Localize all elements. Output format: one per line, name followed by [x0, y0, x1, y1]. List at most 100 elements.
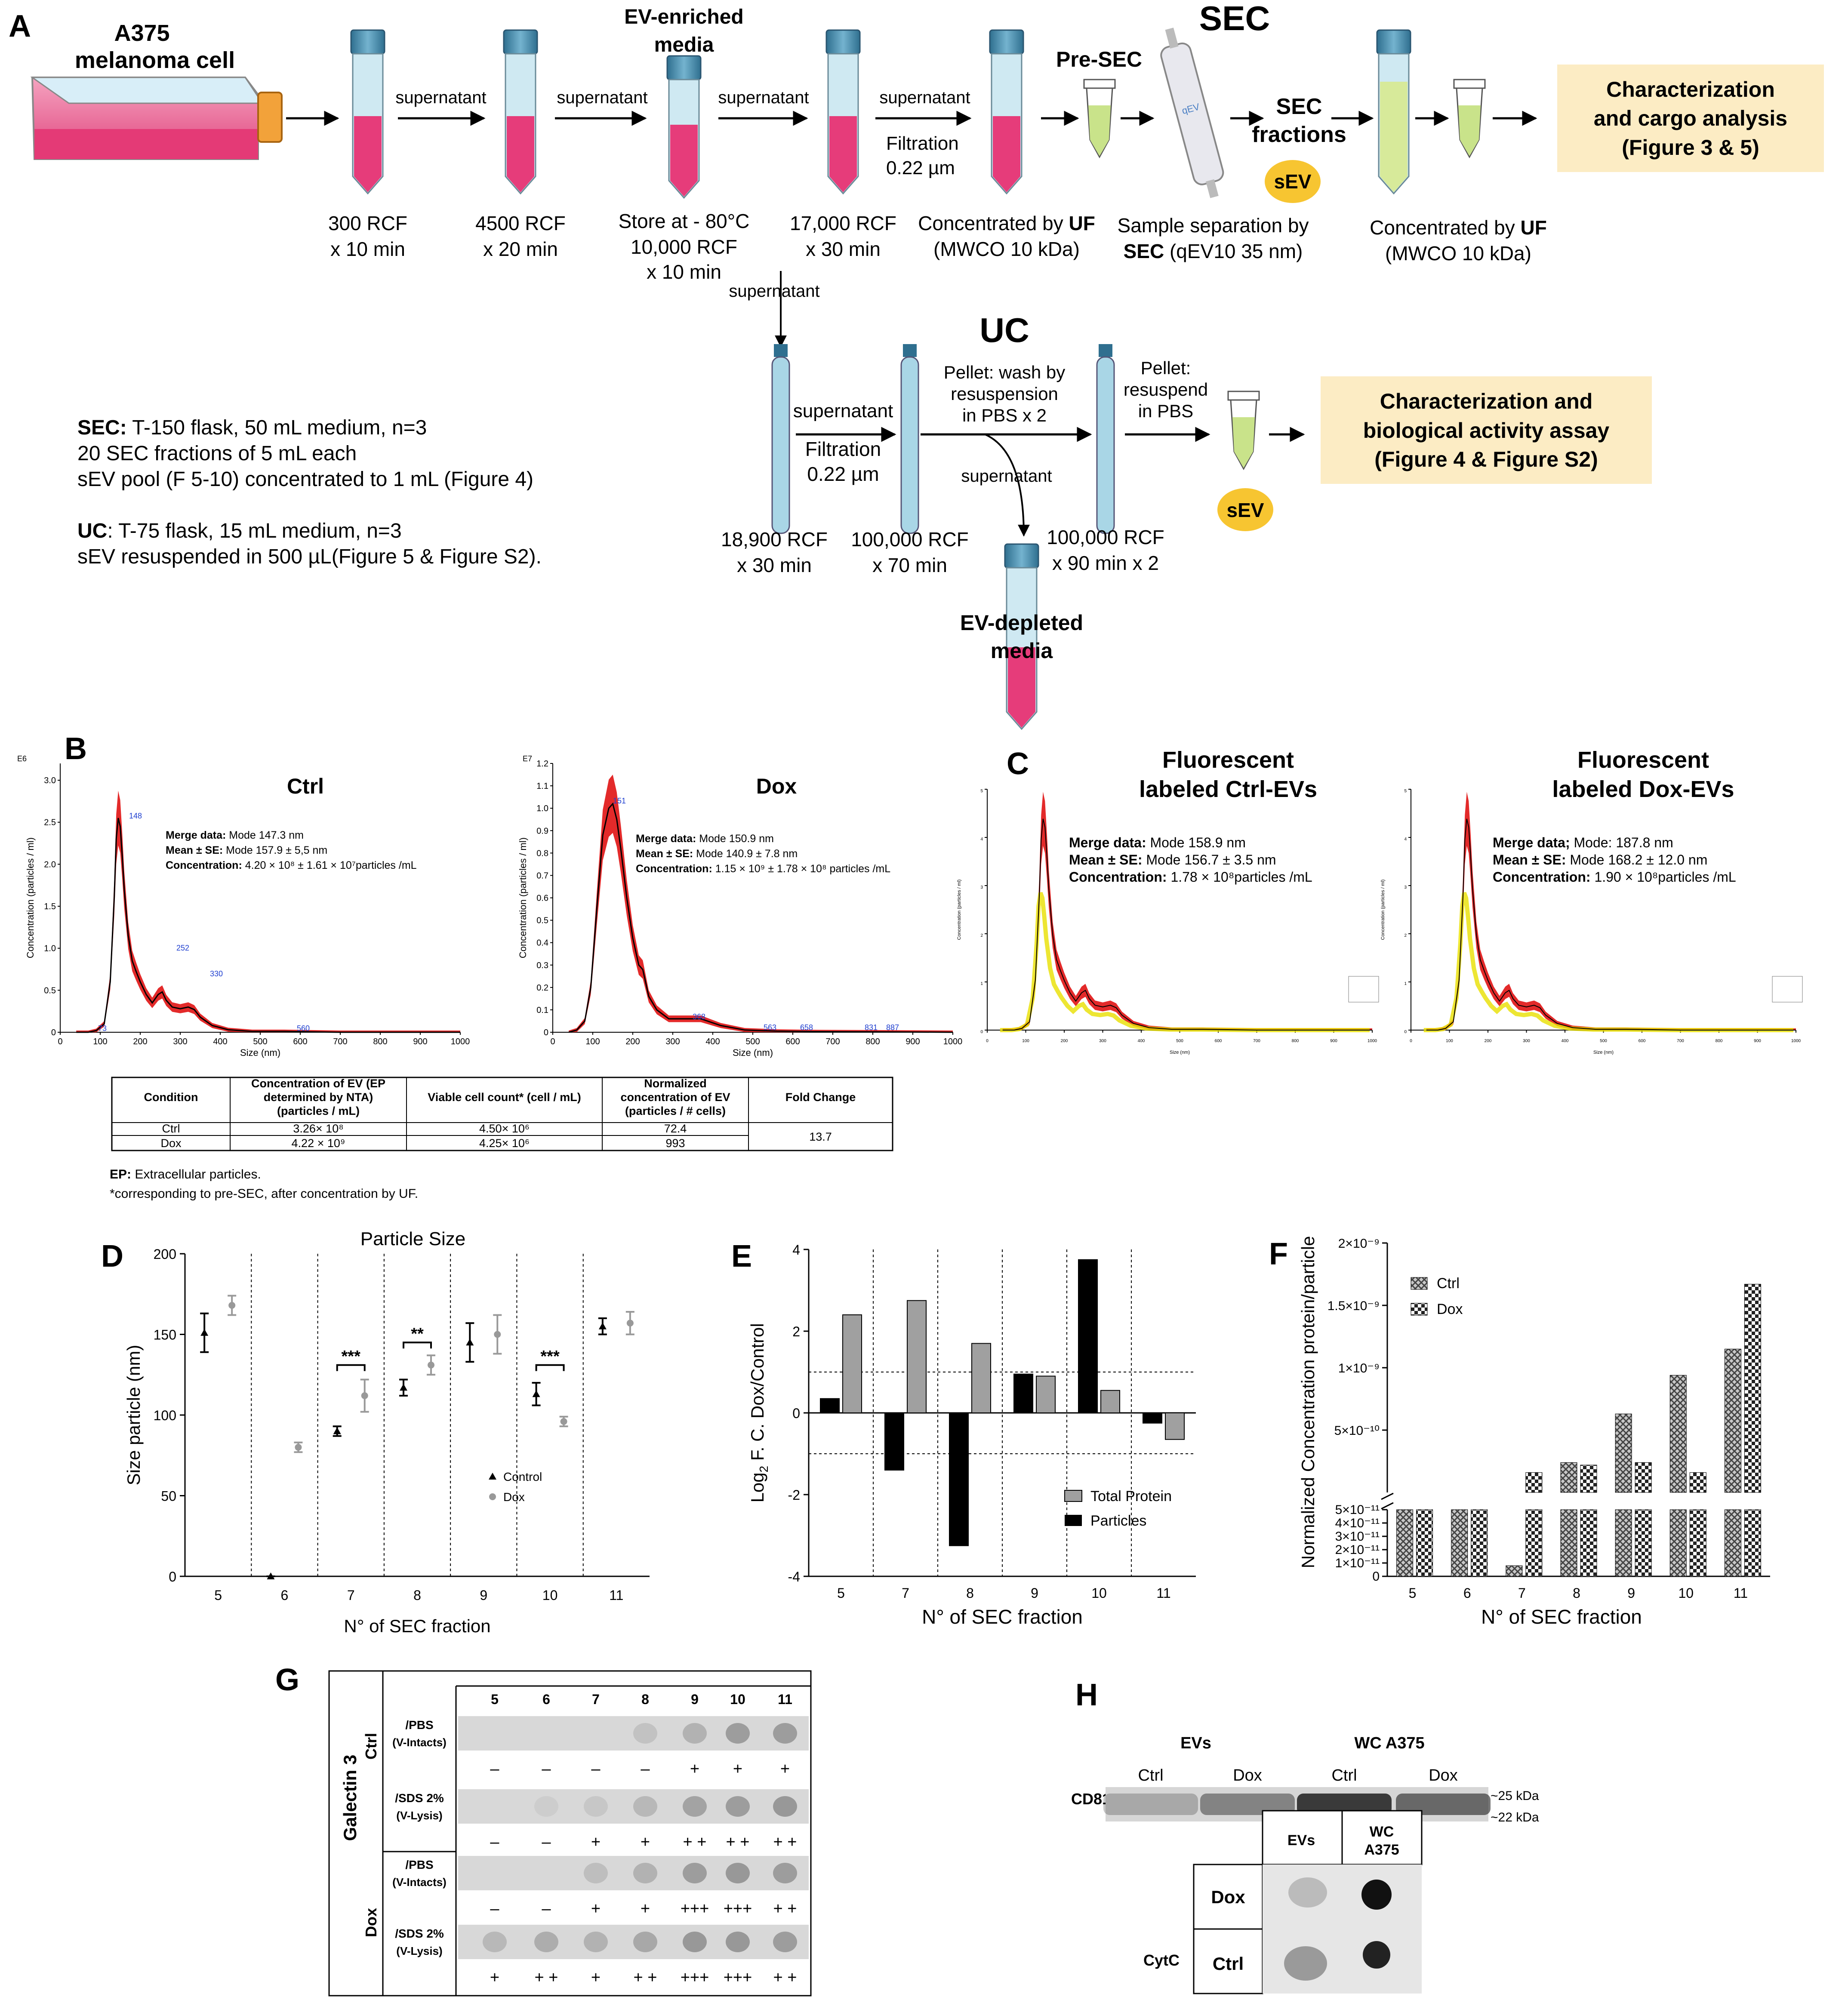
step-label: 300 RCF — [328, 212, 407, 234]
ctrl-bar — [1669, 1509, 1687, 1577]
particles-bar — [1143, 1412, 1162, 1424]
score-label: + + — [726, 1833, 750, 1851]
blot-dot — [534, 1932, 558, 1952]
ctrl-bar — [1506, 1565, 1523, 1577]
x-tick-label: 600 — [1215, 1039, 1222, 1043]
legend-control-marker — [489, 1473, 496, 1480]
dox-point — [361, 1392, 368, 1399]
x-tick-label: 100 — [1022, 1039, 1029, 1043]
table-cell: 4.25× 10⁶ — [479, 1137, 530, 1150]
tubes-row — [771, 344, 1115, 730]
row-label: (V-Lysis) — [396, 1944, 442, 1957]
particles-bar — [1013, 1373, 1033, 1413]
dox-point — [228, 1302, 236, 1309]
supernatant-label: supernatant — [557, 88, 647, 107]
x-tick-label: 200 — [625, 1037, 640, 1046]
mean-line — [1002, 818, 1372, 1031]
lane-label: Dox — [1233, 1766, 1262, 1784]
tubes-row — [350, 29, 1411, 199]
y-tick-label: 4×10⁻¹¹ — [1335, 1516, 1380, 1530]
dox-bar — [1471, 1509, 1488, 1577]
filtration-label: Filtration — [886, 133, 959, 154]
protein-bar — [1165, 1412, 1185, 1440]
x-tick-label: 10 — [542, 1588, 558, 1603]
sec-fractions-2: fractions — [1252, 122, 1346, 147]
chart-title: Ctrl — [287, 774, 324, 798]
x-tick-label: 8 — [966, 1585, 974, 1601]
dox-bar — [1635, 1462, 1652, 1493]
x-axis-label: N° of SEC fraction — [1481, 1606, 1642, 1628]
peak-label: 658 — [800, 1023, 813, 1032]
cytc-label: CytC — [1143, 1951, 1180, 1969]
dot-blot — [1263, 1864, 1422, 1994]
dox-bar — [1416, 1509, 1433, 1577]
y-axis-label: Concentration (particles / ml) — [25, 837, 36, 958]
dox-bar — [1525, 1509, 1543, 1577]
panel-b-letter: B — [65, 732, 87, 766]
tube-liquid — [1380, 82, 1408, 192]
blot-dot — [773, 1932, 797, 1952]
x-tick-label: 7 — [347, 1588, 355, 1603]
x-axis-label: Size (nm) — [1170, 1050, 1190, 1055]
mean-line — [1426, 818, 1796, 1031]
y-tick-label: 1 — [980, 981, 983, 986]
blot-dot — [773, 1863, 797, 1883]
table-cell: 3.26× 10⁸ — [293, 1122, 343, 1135]
x-tick-label: 100 — [93, 1037, 107, 1046]
supernatant-label: supernatant — [793, 400, 893, 422]
legend-protein-swatch — [1064, 1490, 1082, 1502]
x-tick-label: 5 — [837, 1585, 845, 1601]
supernatant-label: supernatant — [879, 88, 970, 107]
nta-stat: Concentration: 1.90 × 10⁸particles /mL — [1493, 869, 1736, 885]
dox-point — [494, 1331, 501, 1338]
control-point — [267, 1572, 275, 1579]
blot-band — [1103, 1794, 1198, 1815]
falcon-tube-icon — [989, 29, 1024, 195]
protein-bar — [1100, 1390, 1120, 1413]
evs-header: EVs — [1180, 1734, 1211, 1752]
y-tick-label: 0.9 — [536, 826, 548, 836]
filtration-size: 0.22 µm — [886, 157, 955, 178]
y-tick-label: 1.2 — [536, 759, 548, 769]
y-axis-label: Concentration (particles / ml) — [517, 837, 528, 958]
blot-dot — [683, 1863, 707, 1883]
step-label: 4500 RCF — [475, 212, 566, 234]
protein-bar — [842, 1314, 862, 1413]
wc-header: WC A375 — [1354, 1734, 1424, 1752]
x-tick-label: 9 — [480, 1588, 487, 1603]
y-tick-label: 0 — [169, 1569, 176, 1584]
row-label: (V-Intacts) — [392, 1876, 447, 1889]
row-label: /PBS — [405, 1858, 433, 1871]
score-label: – — [641, 1760, 650, 1778]
y-tick-label: 2 — [980, 933, 983, 938]
x-axis-label: N° of SEC fraction — [344, 1616, 490, 1636]
table-header: determined by NTA) — [264, 1091, 373, 1104]
x-tick-label: 400 — [1562, 1039, 1569, 1043]
fraction-label: 6 — [542, 1692, 550, 1707]
chart-title: labeled Ctrl-EVs — [1139, 776, 1317, 802]
score-label: +++ — [724, 1969, 752, 1987]
control-point — [333, 1427, 341, 1434]
ev-depleted-2: media — [991, 639, 1053, 663]
dox-bar — [1689, 1472, 1706, 1493]
blot-dot — [633, 1796, 657, 1817]
uf1-label: Concentrated by UF — [918, 212, 1095, 234]
lane-label: Ctrl — [1331, 1766, 1357, 1784]
ctrl-bar — [1560, 1462, 1577, 1493]
eppendorf-icon — [1227, 391, 1260, 471]
cytc-col: WC — [1370, 1824, 1394, 1840]
y-axis-label: Concentration (particles / ml) — [957, 880, 962, 940]
blot-strip — [458, 1856, 809, 1890]
panel-e-letter: E — [731, 1239, 752, 1274]
score-label: – — [542, 1900, 551, 1918]
nta-stat: Merge data: Mode 147.3 nm — [166, 829, 304, 841]
step-label: Store at - 80°C — [619, 210, 750, 232]
x-tick-label: 100 — [1446, 1039, 1453, 1043]
score-label: + + — [773, 1900, 797, 1918]
x-tick-label: 300 — [1099, 1039, 1106, 1043]
tube-cap — [903, 344, 917, 357]
dox-bar — [1580, 1465, 1597, 1493]
uc-step: x 30 min — [737, 554, 812, 576]
y-tick-label: 4 — [980, 837, 983, 842]
